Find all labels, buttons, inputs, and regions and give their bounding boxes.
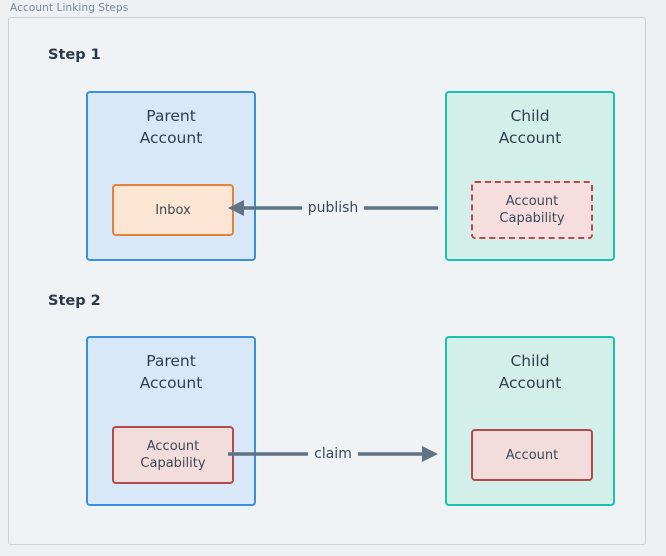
diagram-title: Account Linking Steps — [10, 2, 129, 14]
step-2-parent-account-title: Parent Account — [139, 352, 203, 392]
step-1-parent-account-title: Parent Account — [139, 107, 203, 147]
step-1-child-account-title: Child Account — [498, 107, 562, 147]
step-2-parent-account-box[interactable]: Parent Account Account Capability — [86, 336, 256, 506]
step-1-inbox-chip[interactable]: Inbox — [112, 184, 234, 236]
step-2-child-account-box[interactable]: Child Account Account — [445, 336, 615, 506]
publish-label: publish — [301, 200, 365, 216]
step-1-account-capability-chip[interactable]: Account Capability — [471, 181, 593, 239]
claim-label: claim — [308, 446, 358, 462]
claim-connector: claim — [228, 434, 438, 474]
publish-connector: publish — [228, 188, 438, 228]
step-1-child-account-box[interactable]: Child Account Account Capability — [445, 91, 615, 261]
step-2-label: Step 2 — [48, 293, 101, 309]
step-2-account-capability-chip[interactable]: Account Capability — [112, 426, 234, 484]
step-2-account-chip[interactable]: Account — [471, 429, 593, 481]
step-1-parent-account-box[interactable]: Parent Account Inbox — [86, 91, 256, 261]
step-1-label: Step 1 — [48, 47, 101, 63]
step-2-child-account-title: Child Account — [498, 352, 562, 392]
